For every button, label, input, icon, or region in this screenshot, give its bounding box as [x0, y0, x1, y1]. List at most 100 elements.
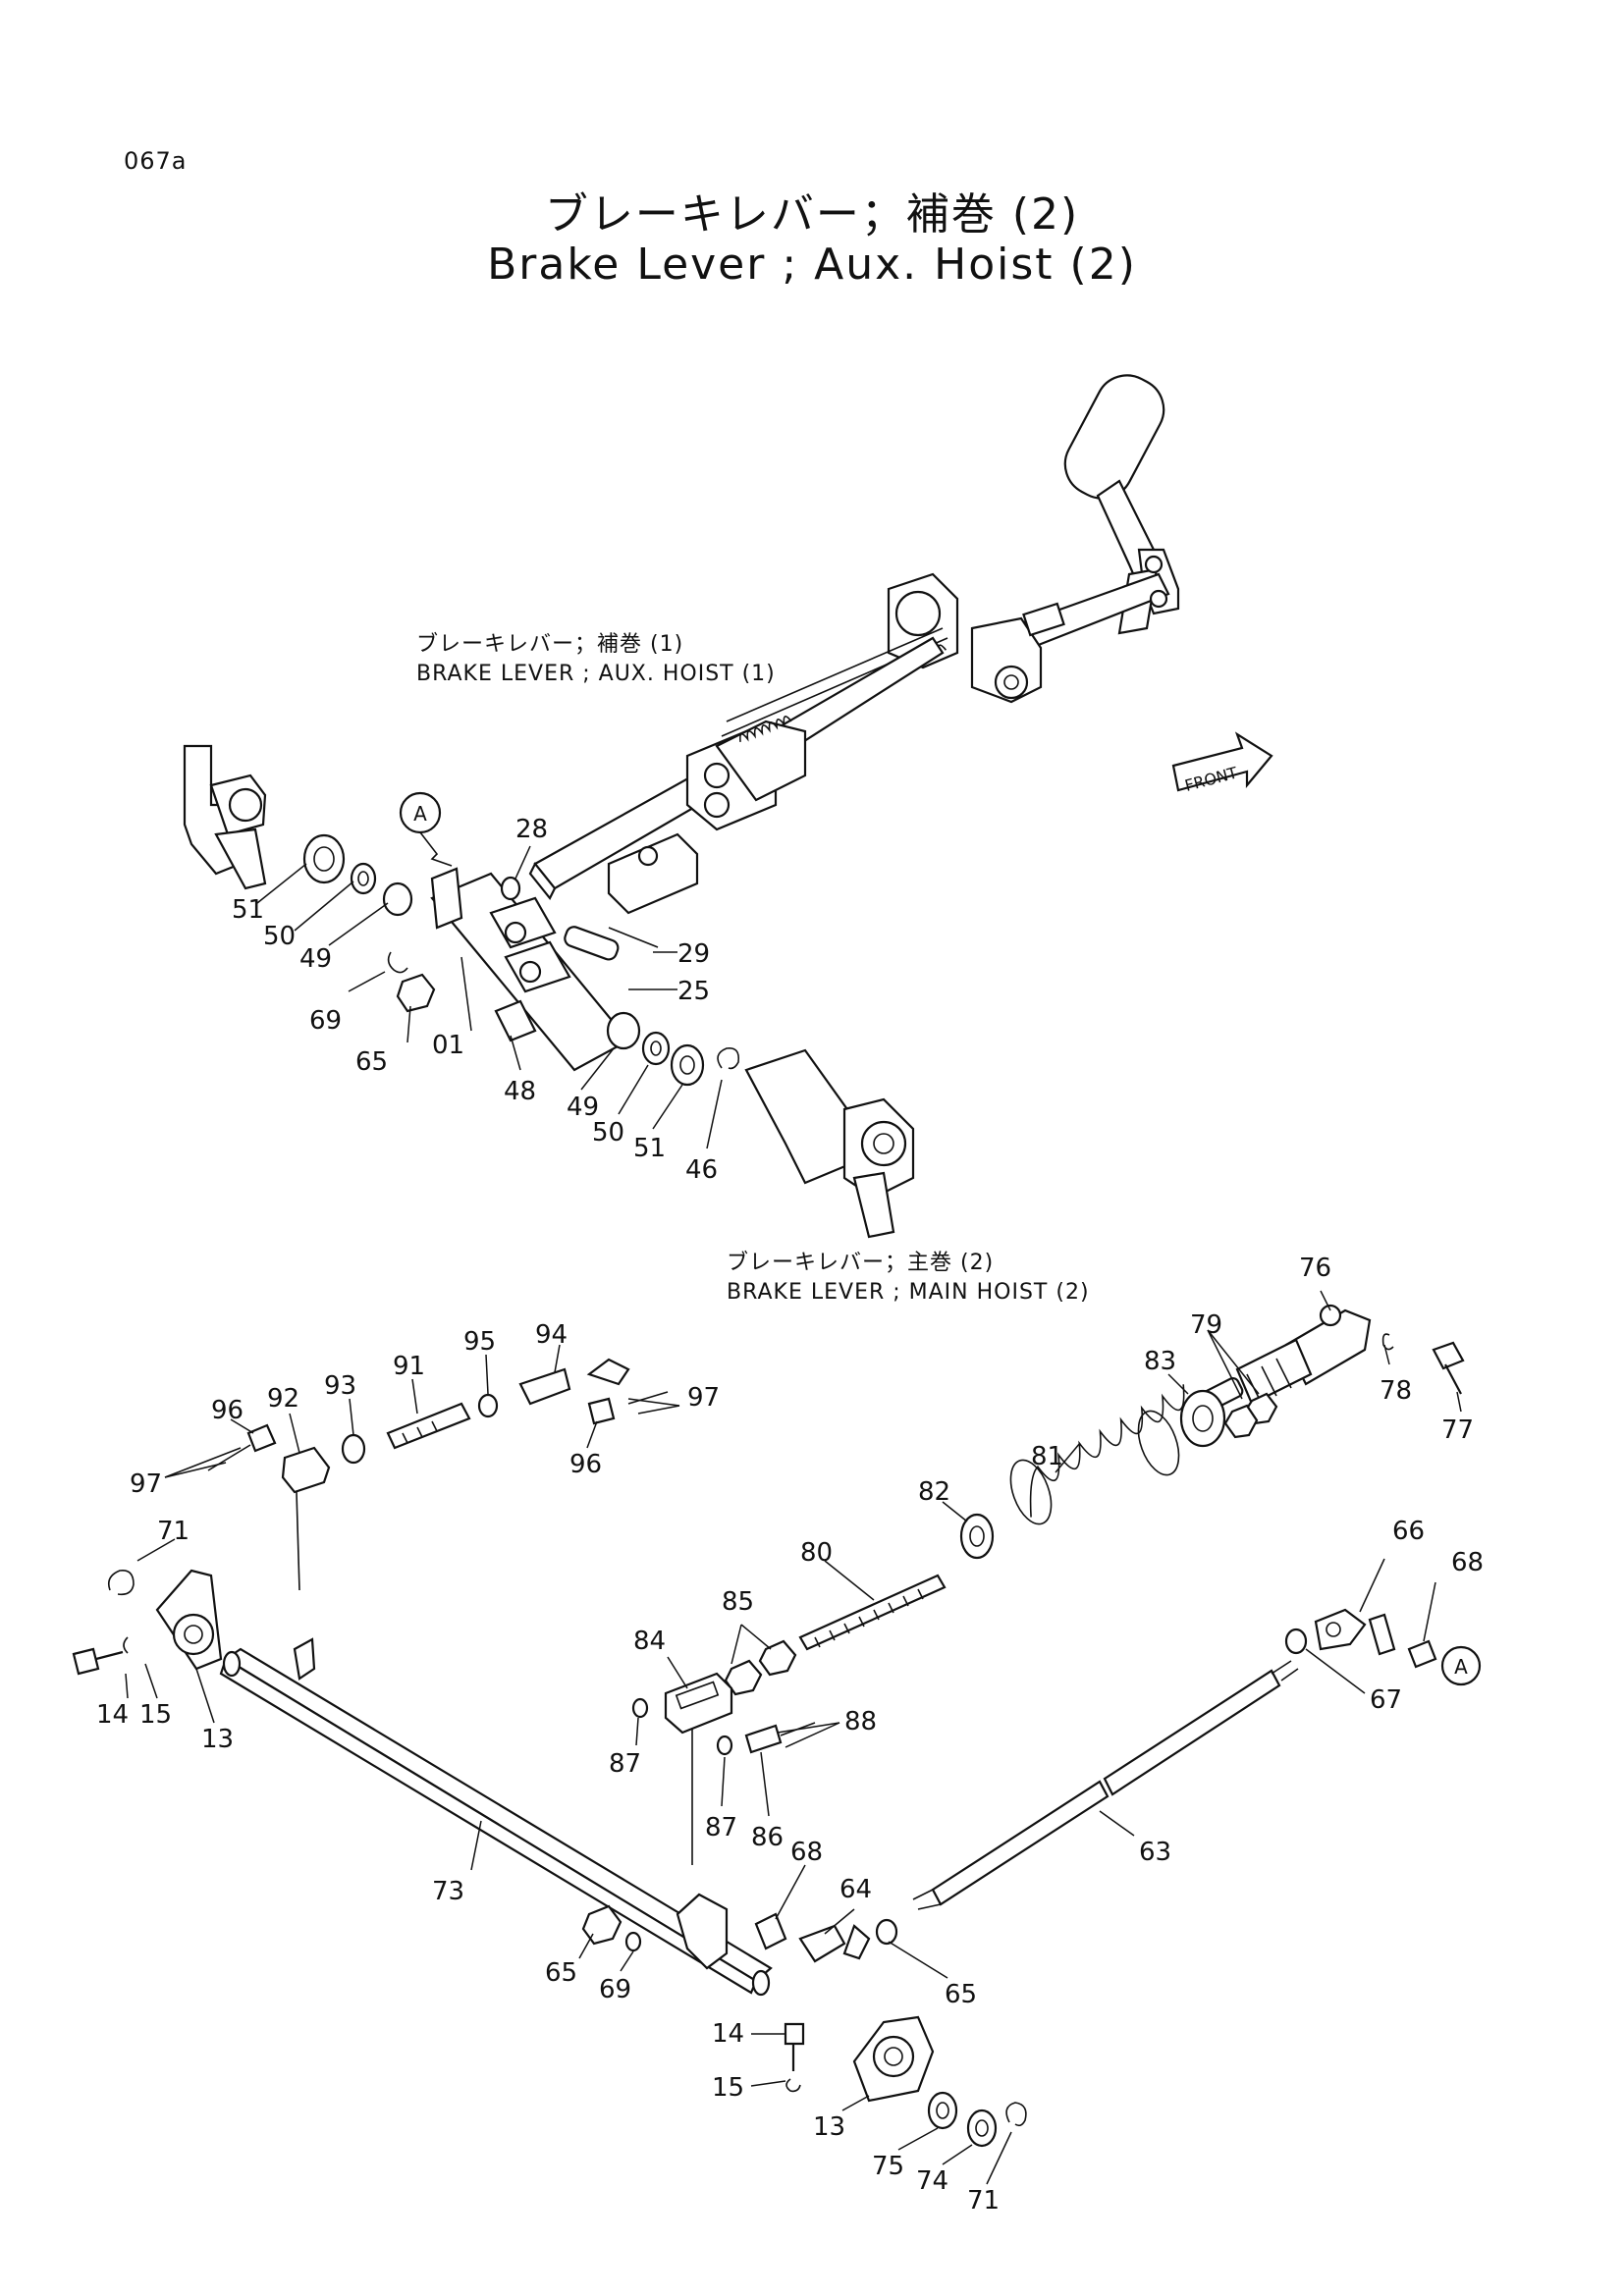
reference-aux-hoist-1: ブレーキレバー；補巻 (1) BRAKE LEVER ; AUX. HOIST …	[416, 630, 776, 689]
bushing-49b	[606, 1011, 641, 1050]
part-label-86: 86	[751, 1823, 784, 1852]
part-label-15-b: 15	[712, 2073, 744, 2103]
washer-50b	[641, 1031, 671, 1066]
washer-28	[500, 876, 521, 901]
part-label-46: 46	[685, 1155, 718, 1185]
part-label-97-b: 97	[687, 1383, 720, 1413]
part-label-71-b: 71	[967, 2186, 1000, 2216]
nut-79b	[1223, 1404, 1259, 1439]
reference-main-hoist-2-jp: ブレーキレバー；主巻 (2)	[727, 1251, 995, 1275]
part-label-65-b: 65	[545, 1958, 577, 1988]
part-label-76: 76	[1299, 1254, 1331, 1283]
part-label-96-b: 96	[569, 1450, 602, 1479]
svg-text:A: A	[413, 802, 427, 826]
part-label-93: 93	[324, 1371, 356, 1401]
part-label-66: 66	[1392, 1517, 1425, 1546]
part-label-69: 69	[309, 1006, 342, 1036]
washer-74	[966, 2109, 998, 2148]
rod-end-64	[798, 1924, 846, 1963]
clevis-84	[664, 1672, 733, 1735]
part-label-68: 68	[1451, 1548, 1484, 1577]
direction-arrow-icon	[586, 1358, 630, 1386]
pillow-block-left	[72, 1569, 223, 1676]
part-label-95: 95	[463, 1327, 496, 1357]
part-label-88: 88	[844, 1707, 877, 1736]
part-label-01: 01	[432, 1031, 464, 1060]
bracket-68a	[1407, 1639, 1437, 1669]
spring-seat-82	[959, 1513, 995, 1560]
pin-96b	[587, 1397, 616, 1425]
grease-fitting-48	[494, 999, 537, 1042]
pin-25	[564, 926, 620, 961]
compression-spring-81	[1009, 1384, 1185, 1525]
part-label-65: 65	[355, 1047, 388, 1077]
part-label-92: 92	[267, 1384, 299, 1414]
part-label-28: 28	[515, 815, 548, 844]
nut-85a	[758, 1639, 797, 1677]
part-label-75: 75	[872, 2152, 904, 2181]
nut-93	[341, 1433, 366, 1465]
nut-67	[1284, 1628, 1308, 1655]
part-label-82: 82	[918, 1477, 950, 1507]
part-label-50: 50	[263, 922, 296, 951]
part-label-63: 63	[1139, 1838, 1171, 1867]
part-label-71: 71	[157, 1517, 189, 1546]
washer-51b	[670, 1043, 705, 1087]
part-label-81: 81	[1031, 1442, 1063, 1471]
part-label-84: 84	[633, 1627, 666, 1656]
part-label-78: 78	[1380, 1376, 1412, 1406]
part-label-68-b: 68	[790, 1838, 823, 1867]
part-label-64: 64	[839, 1875, 872, 1904]
nut-85b	[724, 1659, 763, 1696]
clevis-94	[518, 1367, 571, 1406]
reference-main-hoist-2-en: BRAKE LEVER ; MAIN HOIST (2)	[727, 1280, 1090, 1305]
part-label-79: 79	[1190, 1310, 1222, 1340]
part-number-labels: 51 50 49 69 65 01 48 49 50 51 46 28 29 2…	[96, 815, 1484, 2216]
clevis-84-assembly	[631, 1672, 816, 1756]
reference-main-hoist-2: ブレーキレバー；主巻 (2) BRAKE LEVER ; MAIN HOIST …	[727, 1249, 1090, 1308]
washer-50a	[350, 862, 377, 895]
part-label-73: 73	[432, 1877, 464, 1906]
part-label-77: 77	[1441, 1415, 1474, 1445]
nut-95	[477, 1393, 499, 1418]
part-label-87: 87	[609, 1749, 641, 1779]
part-label-25: 25	[677, 977, 710, 1006]
shaft-01-assembly	[302, 833, 915, 1239]
rod-63-assembly	[912, 1608, 1437, 1910]
part-label-49-b: 49	[567, 1093, 599, 1122]
part-label-65-c: 65	[945, 1980, 977, 2009]
part-label-74: 74	[916, 2166, 948, 2196]
pillow-block-right	[784, 2015, 1027, 2148]
bushing-49a	[382, 881, 413, 917]
part-label-14: 14	[96, 1700, 129, 1730]
reference-marker-a-lower: A	[1440, 1645, 1482, 1686]
part-label-50-b: 50	[592, 1118, 624, 1148]
part-label-67: 67	[1370, 1685, 1402, 1715]
bracket-68b	[754, 1912, 787, 1950]
part-label-48: 48	[504, 1077, 536, 1106]
clevis-92	[281, 1446, 331, 1494]
part-label-51: 51	[232, 895, 264, 925]
brake-lever-aux-hoist-1-assembly	[183, 374, 1180, 915]
part-label-80: 80	[800, 1538, 833, 1568]
page-code: 067a	[124, 147, 188, 175]
part-label-85: 85	[722, 1587, 754, 1617]
washer-51a	[302, 833, 346, 884]
part-label-49: 49	[299, 944, 332, 974]
title-english: Brake Lever ; Aux. Hoist (2)	[487, 240, 1137, 290]
part-label-13: 13	[201, 1725, 234, 1754]
spring-seat-83	[1179, 1389, 1226, 1448]
washer-87b	[716, 1735, 733, 1756]
seal-75	[927, 2091, 958, 2130]
title-japanese: ブレーキレバー；補巻 (2)	[544, 189, 1080, 240]
reference-marker-a-upper: A	[399, 791, 453, 867]
reference-aux-hoist-1-en: BRAKE LEVER ; AUX. HOIST (1)	[416, 662, 776, 686]
part-label-14-b: 14	[712, 2019, 744, 2049]
threaded-rod-91	[386, 1402, 471, 1450]
reference-aux-hoist-1-jp: ブレーキレバー；補巻 (1)	[416, 632, 684, 657]
part-label-87-b: 87	[705, 1813, 737, 1842]
front-arrow-icon: FRONT	[1171, 731, 1273, 795]
part-label-94: 94	[535, 1320, 568, 1350]
pin-86	[744, 1724, 783, 1754]
